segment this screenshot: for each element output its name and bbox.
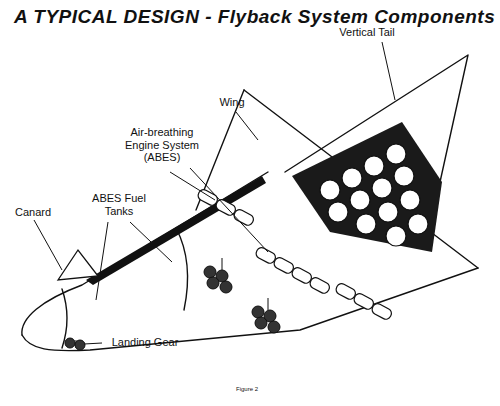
diagram-title: A TYPICAL DESIGN - Flyback System Compon… xyxy=(14,6,495,28)
part-label: ABES Fuel Tanks xyxy=(88,192,150,217)
figure-caption: Figure 2 xyxy=(236,386,258,393)
fuselage-top xyxy=(22,172,268,335)
tank-bulkhead xyxy=(176,228,188,310)
leader-lines xyxy=(34,42,395,344)
wing-engine-pods xyxy=(196,188,393,321)
rear-engine-cluster xyxy=(320,144,428,246)
part-label: Landing Gear xyxy=(100,336,190,349)
part-label: Air-breathing Engine System (ABES) xyxy=(112,126,212,164)
wing-leading-edge xyxy=(244,90,478,268)
landing-gear-wheels xyxy=(65,258,280,350)
part-label: Vertical Tail xyxy=(322,26,412,39)
vertical-tail xyxy=(285,55,468,182)
part-label: Canard xyxy=(8,206,58,219)
canard-surface xyxy=(58,250,98,280)
engine-bay-shading xyxy=(292,122,442,252)
dorsal-stripe xyxy=(86,176,266,285)
part-label: Wing xyxy=(212,96,252,109)
